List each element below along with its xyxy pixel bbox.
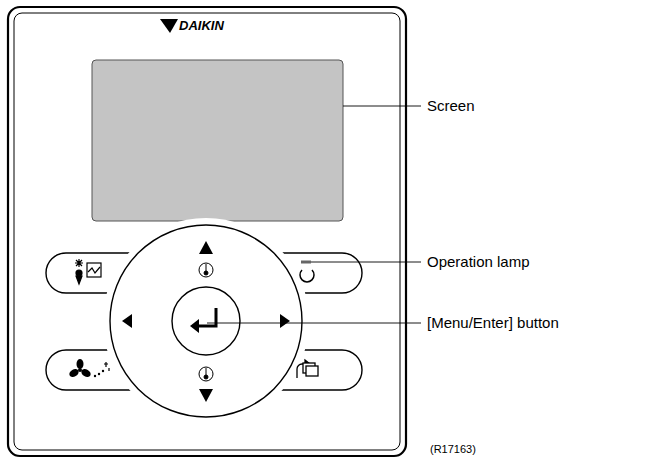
thermometer-icon — [199, 263, 213, 381]
leader-line — [207, 323, 421, 324]
figure-code: (R17163) — [430, 443, 476, 456]
logo-mark — [160, 19, 178, 33]
up-arrow — [199, 241, 213, 254]
brand-logo: DAIKIN — [179, 18, 224, 34]
screen — [92, 60, 343, 221]
dial-gap — [106, 221, 306, 421]
menu-enter-button — [172, 287, 240, 355]
mode-icon — [75, 259, 101, 284]
dial — [110, 225, 302, 417]
fan-icon — [68, 359, 109, 379]
right-arrow — [280, 314, 290, 328]
return-icon — [297, 360, 318, 378]
power-icon — [300, 262, 314, 282]
callout-label: Screen — [427, 97, 475, 115]
housing-inner — [14, 13, 400, 450]
left-arrow — [122, 314, 132, 328]
enter-arrowhead — [190, 319, 199, 333]
housing-outer — [8, 7, 406, 456]
down-arrow — [199, 389, 213, 402]
callout-label: Operation lamp — [427, 253, 530, 271]
callout-label: [Menu/Enter] button — [427, 314, 559, 332]
leader-line — [311, 262, 421, 263]
leader-line — [343, 106, 421, 107]
